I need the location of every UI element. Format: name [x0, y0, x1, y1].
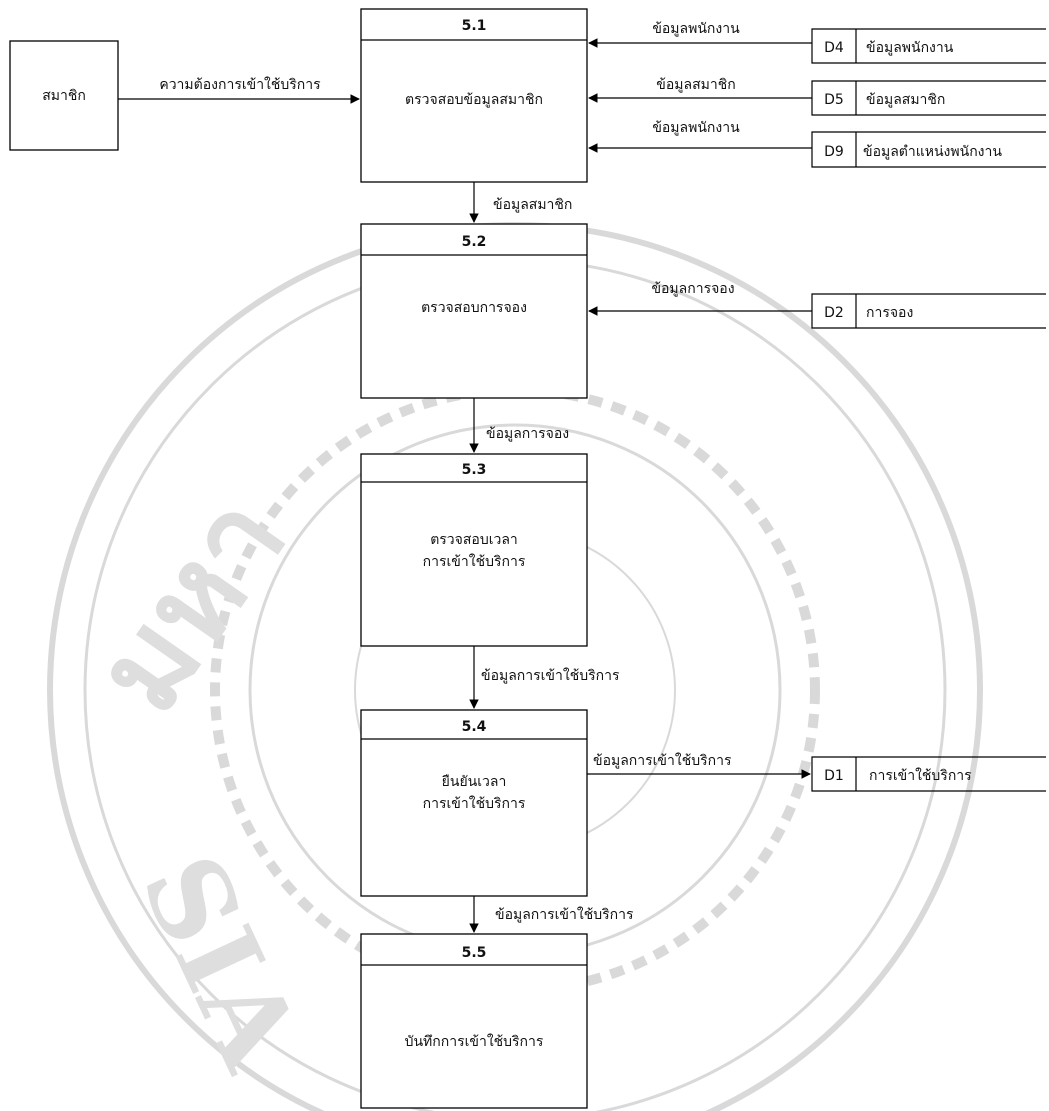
data-store-id: D4: [824, 40, 844, 56]
process-5-2[interactable]: 5.2 ตรวจสอบการจอง: [360, 223, 588, 399]
process-name-line-2: การเข้าใช้บริการ: [423, 553, 526, 570]
flow-label: ข้อมูลการเข้าใช้บริการ: [495, 906, 634, 923]
data-store-name: การจอง: [866, 305, 913, 321]
flow-d2-to-5-2: ข้อมูลการจอง: [588, 281, 812, 316]
process-number: 5.2: [462, 234, 487, 250]
process-number: 5.1: [462, 18, 487, 34]
process-number: 5.3: [462, 462, 487, 478]
process-5-4[interactable]: 5.4 ยืนยันเวลา การเข้าใช้บริการ: [360, 709, 588, 897]
flow-label: ข้อมูลพนักงาน: [652, 120, 740, 136]
flow-label: ข้อมูลสมาชิก: [493, 197, 572, 213]
process-number: 5.4: [462, 719, 487, 735]
flow-d4-to-5-1: ข้อมูลพนักงาน: [588, 21, 812, 48]
flow-5-2-to-5-3: ข้อมูลการจอง: [469, 398, 569, 453]
process-5-3[interactable]: 5.3 ตรวจสอบเวลา การเข้าใช้บริการ: [360, 453, 588, 647]
external-entity-member[interactable]: สมาชิก: [9, 40, 119, 151]
flow-label: ข้อมูลการจอง: [486, 426, 569, 442]
process-name-line-1: ยืนยันเวลา: [442, 774, 507, 790]
process-name: ตรวจสอบการจอง: [421, 300, 527, 316]
flow-member-to-5-1: ความต้องการเข้าใช้บริการ: [118, 76, 360, 104]
flow-5-5-to-d1: ข้อมูลการเข้าใช้บริการ: [587, 752, 811, 779]
data-store-id: D2: [824, 305, 844, 321]
flow-d5-to-5-1: ข้อมูลสมาชิก: [588, 77, 812, 103]
data-store-name: การเข้าใช้บริการ: [869, 767, 972, 784]
flow-label: ข้อมูลการเข้าใช้บริการ: [481, 667, 620, 684]
process-5-5[interactable]: 5.5 บันทึกการเข้าใช้บริการ: [360, 933, 588, 1109]
flow-label: ความต้องการเข้าใช้บริการ: [159, 76, 321, 93]
process-name-line-2: การเข้าใช้บริการ: [423, 795, 526, 812]
data-store-d9[interactable]: D9 ข้อมูลตำแหน่งพนักงาน: [811, 131, 1046, 168]
data-store-name: ข้อมูลตำแหน่งพนักงาน: [863, 144, 1002, 160]
flow-5-4-to-5-5: ข้อมูลการเข้าใช้บริการ: [469, 896, 634, 933]
flow-5-3-to-5-4: ข้อมูลการเข้าใช้บริการ: [469, 646, 620, 709]
flow-5-1-to-5-2: ข้อมูลสมาชิก: [469, 182, 572, 223]
flow-label: ข้อมูลการจอง: [651, 281, 734, 297]
process-name: บันทึกการเข้าใช้บริการ: [405, 1033, 544, 1050]
data-store-d5[interactable]: D5 ข้อมูลสมาชิก: [811, 80, 1046, 116]
flow-d9-to-5-1: ข้อมูลพนักงาน: [588, 120, 812, 153]
process-name-line-1: ตรวจสอบเวลา: [430, 532, 518, 548]
data-store-id: D9: [824, 144, 844, 160]
process-number: 5.5: [462, 945, 487, 961]
data-store-id: D5: [824, 92, 844, 108]
data-store-name: ข้อมูลพนักงาน: [866, 40, 954, 56]
watermark-siam-text: SIA: [116, 836, 325, 1088]
process-name: ตรวจสอบข้อมูลสมาชิก: [405, 92, 543, 108]
data-store-id: D1: [824, 768, 844, 784]
data-store-d4[interactable]: D4 ข้อมูลพนักงาน: [811, 28, 1046, 64]
flow-label: ข้อมูลสมาชิก: [656, 77, 735, 93]
flow-label: ข้อมูลการเข้าใช้บริการ: [593, 752, 732, 769]
data-store-d2[interactable]: D2 การจอง: [811, 293, 1046, 329]
external-entity-label: สมาชิก: [42, 88, 86, 104]
data-store-name: ข้อมูลสมาชิก: [866, 92, 945, 108]
data-store-d1[interactable]: D1 การเข้าใช้บริการ: [811, 756, 1046, 792]
flow-label: ข้อมูลพนักงาน: [652, 21, 740, 37]
process-5-1[interactable]: 5.1 ตรวจสอบข้อมูลสมาชิก: [360, 8, 588, 183]
